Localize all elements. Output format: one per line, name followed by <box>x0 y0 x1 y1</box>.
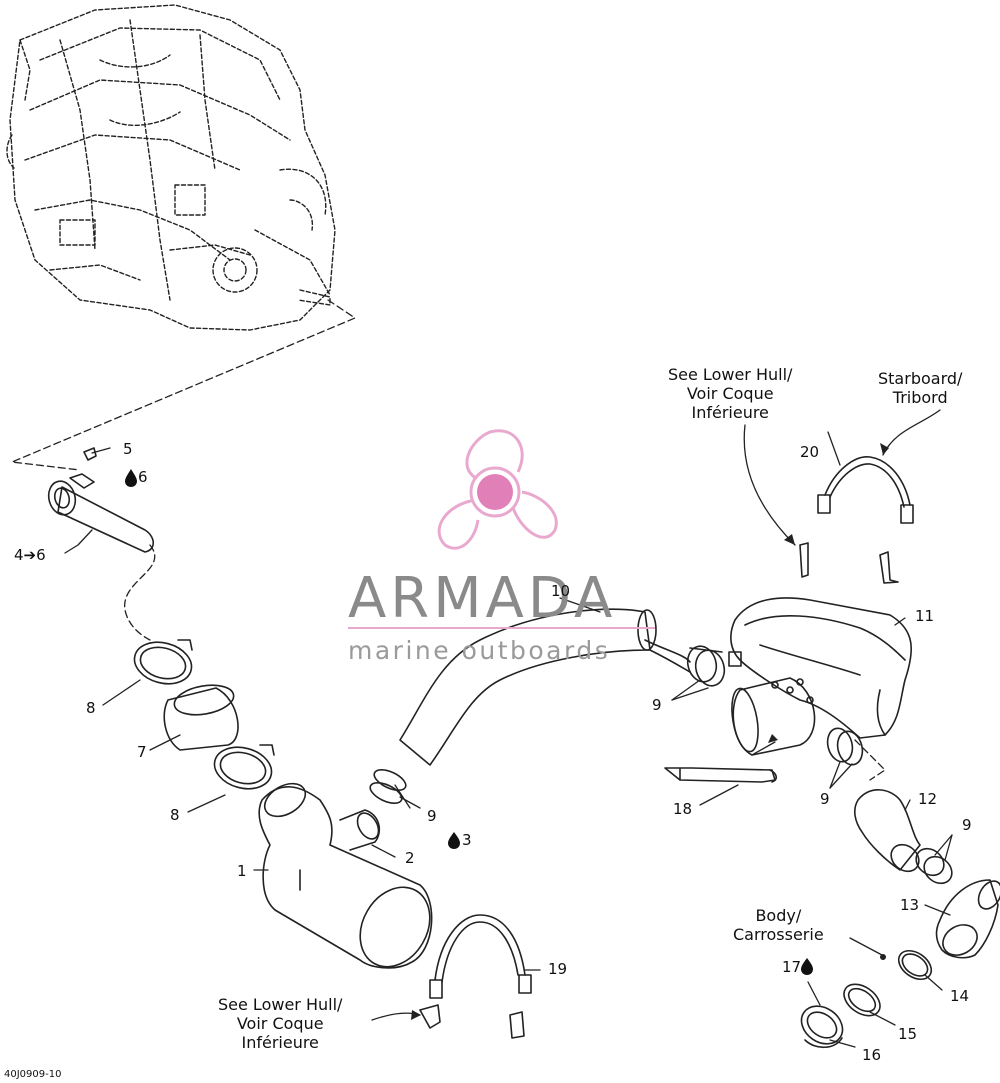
part-flat-strap <box>664 767 778 783</box>
callout-18: 18 <box>673 800 693 818</box>
part-clamp-lower <box>213 744 275 790</box>
note-arrows <box>371 409 941 1021</box>
propeller-logo-icon <box>437 429 558 550</box>
part-clamp-pair-a <box>369 768 407 805</box>
part-strap-upper <box>799 456 914 584</box>
leader-lines <box>64 431 953 1048</box>
callout-17: 17 <box>782 958 802 976</box>
reference-lines <box>11 299 886 781</box>
part-clamp-pair-d <box>915 847 953 885</box>
note-starboard: Starboard/ Tribord <box>878 369 963 407</box>
oil-drop-icon <box>801 958 813 975</box>
callout-9-elbow: 9 <box>962 816 972 834</box>
engine-reference-drawing <box>6 4 336 331</box>
oil-drop-icon <box>448 832 460 849</box>
part-elbow-hose <box>853 789 921 873</box>
callout-8-upper: 8 <box>86 699 96 717</box>
part-clamp-upper <box>133 639 193 685</box>
note-lower-hull-top: See Lower Hull/ Voir Coque Inférieure <box>668 365 793 422</box>
part-inlet-tube <box>47 447 155 553</box>
callout-3: 3 <box>462 831 472 849</box>
callout-1: 1 <box>237 862 247 880</box>
note-lower-hull-bottom: See Lower Hull/ Voir Coque Inférieure <box>218 995 343 1052</box>
callout-4-6: 4➔6 <box>14 546 46 564</box>
callout-12: 12 <box>918 790 938 808</box>
part-retaining-nut <box>800 1005 844 1049</box>
callout-16: 16 <box>862 1046 882 1064</box>
watermark-brand: ARMADA <box>348 566 617 631</box>
part-resonator <box>728 597 912 739</box>
callout-9-pipe: 9 <box>652 696 662 714</box>
diagram-code: 40J0909-10 <box>4 1069 62 1080</box>
callout-8-lower: 8 <box>170 806 180 824</box>
callout-15: 15 <box>898 1025 918 1043</box>
part-strap-lower <box>419 914 532 1039</box>
callout-20: 20 <box>800 443 820 461</box>
callout-6: 6 <box>138 468 148 486</box>
part-gasket-ring <box>897 949 933 981</box>
watermark-tagline: marine outboards <box>348 636 611 665</box>
callout-14: 14 <box>950 987 970 1005</box>
callout-7: 7 <box>137 743 147 761</box>
oil-drop-icon <box>125 469 137 487</box>
part-inner-cylinder <box>731 677 816 756</box>
callout-5: 5 <box>123 440 133 458</box>
part-muffler <box>258 782 433 969</box>
callout-13: 13 <box>900 896 920 914</box>
callout-19: 19 <box>548 960 568 978</box>
callout-2: 2 <box>405 849 415 867</box>
callout-10: 10 <box>551 582 571 600</box>
callout-9-resonator: 9 <box>820 790 830 808</box>
part-o-ring <box>843 983 881 1017</box>
part-outlet-elbow <box>935 879 1000 959</box>
part-clamp-pair-c <box>826 727 864 766</box>
callout-9-muffler: 9 <box>427 807 437 825</box>
note-body: Body/ Carrosserie <box>733 906 824 944</box>
part-sleeve <box>163 684 239 751</box>
part-exhaust-pipe <box>399 608 691 766</box>
part-clamp-pair-b <box>686 645 726 687</box>
callout-11: 11 <box>915 607 935 625</box>
